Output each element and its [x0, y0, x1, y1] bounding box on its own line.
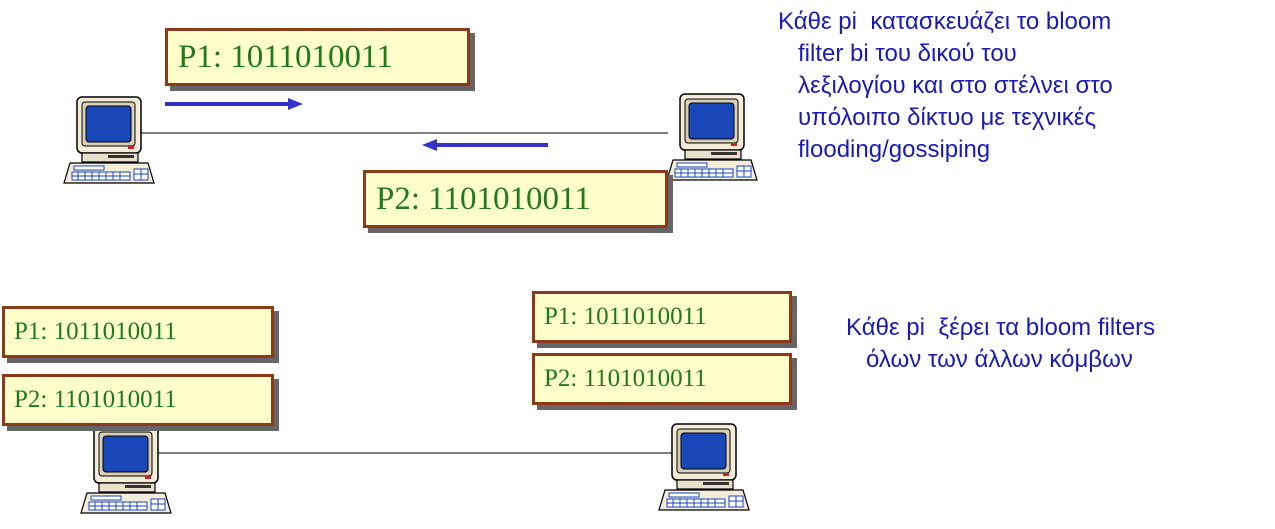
- computer-icon: [63, 96, 155, 184]
- right-node-filter-p1: P1: 1011010011: [532, 291, 792, 343]
- note-line: Κάθε pi κατασκευάζει το bloom: [778, 8, 1112, 35]
- bloom-filter-label: P1: 1011010011: [14, 318, 177, 345]
- left-node-filter-p1: P1: 1011010011: [2, 306, 274, 358]
- note-line: Κάθε pi ξέρει τα bloom filters: [846, 314, 1156, 341]
- bloom-filter-label: P2: 1101010011: [14, 386, 177, 413]
- arrow-left-icon: [422, 139, 548, 151]
- bottom-description: Κάθε pi ξέρει τα bloom filters όλων των …: [846, 312, 1155, 376]
- note-line: filter bi του δικού του: [778, 40, 1017, 67]
- computer-icon: [658, 423, 750, 511]
- bloom-filter-box-p1: P1: 1011010011: [165, 28, 470, 86]
- arrow-right-icon: [165, 98, 303, 110]
- computer-icon: [80, 426, 172, 514]
- bloom-filter-label: P1: 1011010011: [544, 303, 707, 330]
- bloom-filter-label: P2: 1101010011: [376, 180, 591, 217]
- right-node-filter-p2: P2: 1101010011: [532, 353, 792, 405]
- computer-icon: [666, 93, 758, 181]
- left-node-filter-p2: P2: 1101010011: [2, 374, 274, 426]
- bloom-filter-label: P2: 1101010011: [544, 365, 707, 392]
- note-line: flooding/gossiping: [778, 136, 991, 163]
- bloom-filter-box-p2: P2: 1101010011: [363, 170, 668, 228]
- note-line: όλων των άλλων κόμβων: [846, 346, 1133, 373]
- bloom-filter-label: P1: 1011010011: [178, 38, 393, 75]
- note-line: λεξιλογίου και στο στέλνει στο: [778, 72, 1113, 99]
- note-line: υπόλοιπο δίκτυο με τεχνικές: [778, 104, 1097, 131]
- top-description: Κάθε pi κατασκευάζει το bloom filter bi …: [778, 6, 1113, 166]
